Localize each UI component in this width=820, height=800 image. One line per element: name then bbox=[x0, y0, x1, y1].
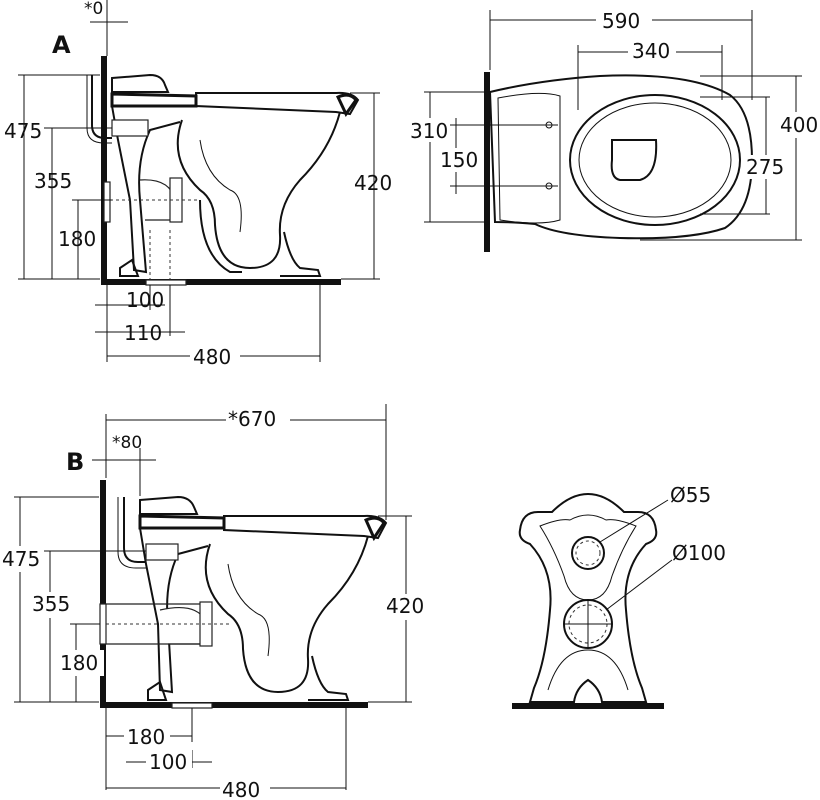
front-arch bbox=[547, 649, 629, 691]
supply-hole-inner bbox=[575, 540, 601, 566]
dim-475-b: 475 bbox=[2, 547, 40, 571]
dim-180b-gap bbox=[58, 650, 104, 676]
dim-400: 400 bbox=[780, 113, 818, 137]
seat-hinge-b bbox=[138, 514, 226, 530]
outlet-bend-b bbox=[159, 607, 206, 645]
dim-80-b: *80 bbox=[112, 433, 142, 453]
view-b-side: B *670 *80 bbox=[0, 404, 430, 800]
dim-310: 310 bbox=[410, 119, 448, 143]
bowl-trap bbox=[176, 111, 341, 270]
top-drain bbox=[610, 139, 658, 181]
wall bbox=[101, 56, 107, 284]
seat bbox=[195, 91, 360, 116]
front-outline bbox=[518, 492, 658, 703]
dim-670-b: *670 bbox=[228, 407, 276, 431]
dim-100-a: 100 bbox=[126, 288, 164, 312]
dim-d55: Ø55 bbox=[670, 483, 711, 507]
top-seat-inner bbox=[578, 102, 732, 218]
floor-mark-b bbox=[171, 702, 213, 709]
dim-180w-b: 180 bbox=[127, 725, 165, 749]
dim-590: 590 bbox=[602, 9, 640, 33]
flush-pipe-edge bbox=[86, 75, 112, 144]
leader-100 bbox=[605, 559, 673, 611]
outlet-flange-b bbox=[99, 603, 107, 645]
seat-front bbox=[335, 93, 358, 117]
view-a-label: A bbox=[52, 31, 71, 59]
pedestal-back bbox=[111, 105, 181, 274]
floor-outlet bbox=[145, 279, 187, 286]
top-wall bbox=[484, 72, 490, 252]
view-a-side: A *0 475 bbox=[4, 0, 392, 369]
dim-480-a: 480 bbox=[193, 345, 231, 369]
trap-curve bbox=[199, 199, 242, 273]
dim-310-gap bbox=[408, 118, 454, 142]
dim-420-a: 420 bbox=[354, 171, 392, 195]
dim-590-gap bbox=[596, 8, 652, 32]
dim-150: 150 bbox=[440, 148, 478, 172]
supply-inlet bbox=[111, 119, 149, 137]
floor-b bbox=[100, 702, 368, 708]
dim-355-b: 355 bbox=[32, 592, 70, 616]
dim-480b-gap bbox=[220, 776, 270, 800]
floor bbox=[101, 279, 341, 285]
dim-355b-gap bbox=[30, 592, 76, 618]
top-rear-deck bbox=[497, 92, 561, 224]
dim-475-a: 475 bbox=[4, 119, 42, 143]
dim-275-gap bbox=[745, 155, 791, 179]
dim-110-a: 110 bbox=[124, 321, 162, 345]
foot-front-b bbox=[308, 655, 350, 701]
flush-pipe-b-edge bbox=[117, 497, 146, 569]
leader-55 bbox=[599, 499, 669, 543]
dim-275: 275 bbox=[746, 155, 784, 179]
dim-480-b: 480 bbox=[222, 778, 260, 800]
lid-back-b bbox=[139, 495, 199, 515]
dim-d100: Ø100 bbox=[672, 541, 726, 565]
dim-180-b: 180 bbox=[60, 651, 98, 675]
dim-180-a: 180 bbox=[58, 227, 96, 251]
view-front: Ø55 Ø100 bbox=[512, 483, 726, 709]
view-b-label: B bbox=[66, 448, 84, 476]
dim-400-gap bbox=[778, 112, 820, 138]
outlet-flange bbox=[103, 181, 111, 223]
dim-340: 340 bbox=[632, 39, 670, 63]
seat-hinge bbox=[110, 92, 198, 108]
dim-355-a: 355 bbox=[34, 169, 72, 193]
dim-670-gap bbox=[226, 406, 290, 430]
top-outline bbox=[488, 74, 754, 240]
top-seat-ring bbox=[569, 94, 741, 226]
flush-pipe bbox=[91, 75, 112, 139]
dim-100b-gap bbox=[146, 750, 192, 774]
dim-setback-a: *0 bbox=[84, 0, 103, 19]
outlet-collar-b bbox=[199, 601, 213, 647]
wall-b bbox=[100, 480, 106, 704]
supply-hole bbox=[571, 536, 605, 570]
supply-inlet-b bbox=[145, 543, 179, 561]
front-floor bbox=[512, 703, 664, 709]
seat-front-b bbox=[364, 516, 386, 542]
dim-420b-gap bbox=[384, 594, 430, 620]
seat-b bbox=[223, 514, 388, 540]
dim-480-gap bbox=[190, 343, 240, 365]
foot-back-b bbox=[147, 680, 168, 701]
dim-150-gap bbox=[438, 148, 484, 172]
dim-475b-gap bbox=[0, 546, 46, 572]
view-top: 590 340 310 150 400 275 bbox=[408, 8, 820, 252]
front-inner bbox=[539, 514, 637, 601]
dim-100-b: 100 bbox=[149, 750, 187, 774]
bowl-inner-b bbox=[227, 563, 270, 657]
pedestal-back-b bbox=[139, 527, 209, 694]
flush-pipe-b bbox=[123, 497, 146, 563]
dim-180b-w-gap bbox=[124, 724, 170, 748]
foot-back bbox=[119, 258, 140, 277]
dim-340-gap bbox=[628, 40, 676, 64]
bowl-trap-b bbox=[204, 535, 369, 694]
dim-420-b: 420 bbox=[386, 594, 424, 618]
lid-back bbox=[111, 73, 170, 93]
bowl-inner bbox=[199, 139, 242, 233]
foot-front bbox=[280, 231, 322, 277]
